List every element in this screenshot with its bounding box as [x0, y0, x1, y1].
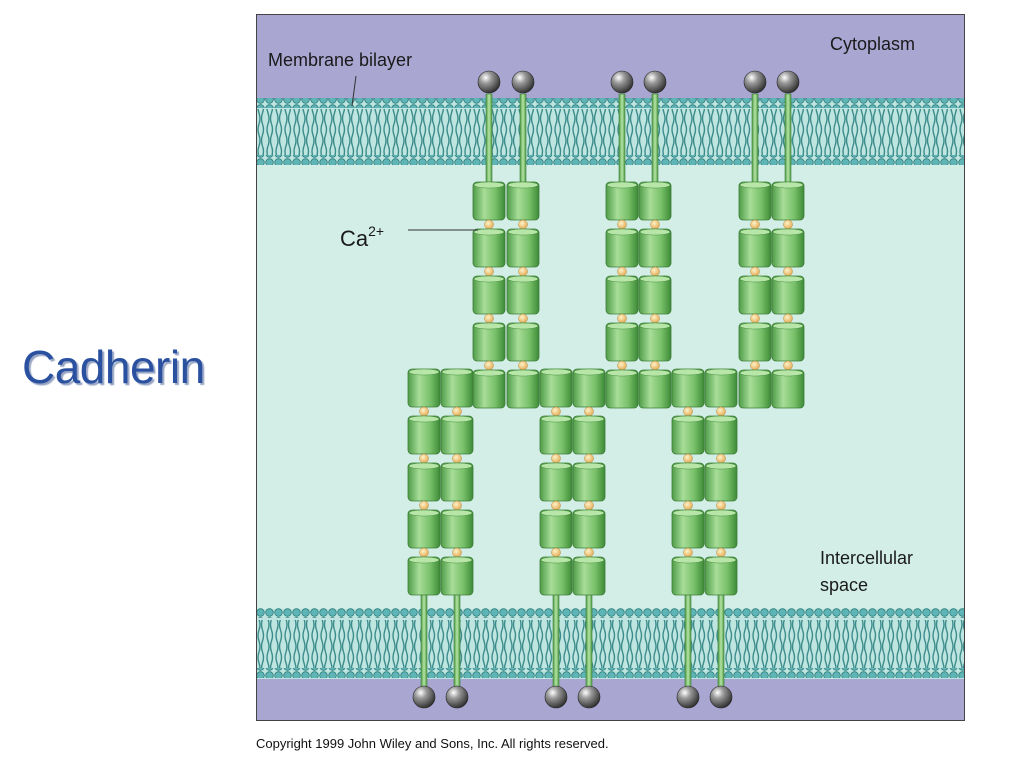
calcium-label: Ca2+ [340, 223, 384, 251]
cadherin-upper-2-1 [605, 70, 639, 409]
calcium-ion [518, 360, 528, 371]
calcium-ion [584, 453, 594, 464]
calcium-ion [419, 500, 429, 511]
cadherin-lower-2-2 [572, 368, 606, 709]
calcium-ion [551, 500, 561, 511]
calcium-ion [617, 219, 627, 230]
calcium-ion [716, 547, 726, 558]
calcium-ion [617, 266, 627, 277]
calcium-ion [452, 453, 462, 464]
cadherin-lower-3-2 [704, 368, 738, 709]
calcium-ion [452, 406, 462, 417]
calcium-ion [452, 547, 462, 558]
calcium-ion [783, 219, 793, 230]
calcium-ion [650, 313, 660, 324]
calcium-ion [551, 453, 561, 464]
calcium-ion [650, 219, 660, 230]
calcium-ion [584, 406, 594, 417]
calcium-ion [683, 500, 693, 511]
calcium-ion [617, 313, 627, 324]
cadherin-lower-2-1 [539, 368, 573, 709]
cadherin-diagram: Membrane bilayer Cytoplasm Ca2+ Intercel… [256, 14, 965, 721]
cytoplasmic-anchor [610, 70, 634, 94]
calcium-ion [452, 500, 462, 511]
cytoplasmic-anchor [676, 685, 700, 709]
calcium-ion [650, 360, 660, 371]
cytoplasmic-anchor [544, 685, 568, 709]
calcium-ion [584, 547, 594, 558]
membrane-bilayer-top [256, 98, 965, 165]
calcium-ion [484, 360, 494, 371]
cytoplasmic-anchor [643, 70, 667, 94]
cytoplasmic-anchor [743, 70, 767, 94]
cytoplasm-region-bottom [256, 678, 965, 721]
membrane-bilayer-bottom [256, 608, 965, 679]
cadherin-upper-1-1 [472, 70, 506, 409]
calcium-ion [683, 453, 693, 464]
calcium-ion [683, 547, 693, 558]
calcium-ion [484, 266, 494, 277]
copyright-notice: Copyright 1999 John Wiley and Sons, Inc.… [256, 736, 609, 751]
calcium-ion [783, 313, 793, 324]
cadherin-upper-2-2 [638, 70, 672, 409]
cytoplasmic-anchor [776, 70, 800, 94]
cadherin-lower-1-2 [440, 368, 474, 709]
cytoplasmic-anchor [511, 70, 535, 94]
calcium-ion [518, 313, 528, 324]
slide-title: Cadherin [22, 341, 205, 393]
cytoplasmic-anchor [709, 685, 733, 709]
cadherin-upper-3-2 [771, 70, 805, 409]
cytoplasmic-anchor [577, 685, 601, 709]
calcium-ion [518, 219, 528, 230]
cadherin-lower-3-1 [671, 368, 705, 709]
calcium-ion [584, 500, 594, 511]
cytoplasmic-anchor [445, 685, 469, 709]
calcium-ion [683, 406, 693, 417]
calcium-ion [419, 406, 429, 417]
calcium-ion [716, 453, 726, 464]
calcium-ion [750, 360, 760, 371]
calcium-ion [484, 313, 494, 324]
cytoplasm-region-top [256, 14, 965, 100]
calcium-ion [716, 406, 726, 417]
calcium-ion [783, 360, 793, 371]
calcium-ion [617, 360, 627, 371]
calcium-ion [650, 266, 660, 277]
calcium-ion [551, 547, 561, 558]
membrane-bilayer-label: Membrane bilayer [268, 50, 412, 70]
cytoplasmic-anchor [477, 70, 501, 94]
calcium-ion [783, 266, 793, 277]
calcium-ion [716, 500, 726, 511]
calcium-ion [419, 453, 429, 464]
cadherin-upper-1-2 [506, 70, 540, 409]
calcium-ion [518, 266, 528, 277]
cytoplasm-label: Cytoplasm [830, 34, 915, 54]
cadherin-lower-1-1 [407, 368, 441, 709]
calcium-ion [750, 313, 760, 324]
cadherin-upper-3-1 [738, 70, 772, 409]
cytoplasmic-anchor [412, 685, 436, 709]
calcium-ion [551, 406, 561, 417]
calcium-ion [750, 266, 760, 277]
calcium-ion [750, 219, 760, 230]
calcium-ion [419, 547, 429, 558]
calcium-ion [484, 219, 494, 230]
membrane-label-pointer [351, 75, 357, 107]
